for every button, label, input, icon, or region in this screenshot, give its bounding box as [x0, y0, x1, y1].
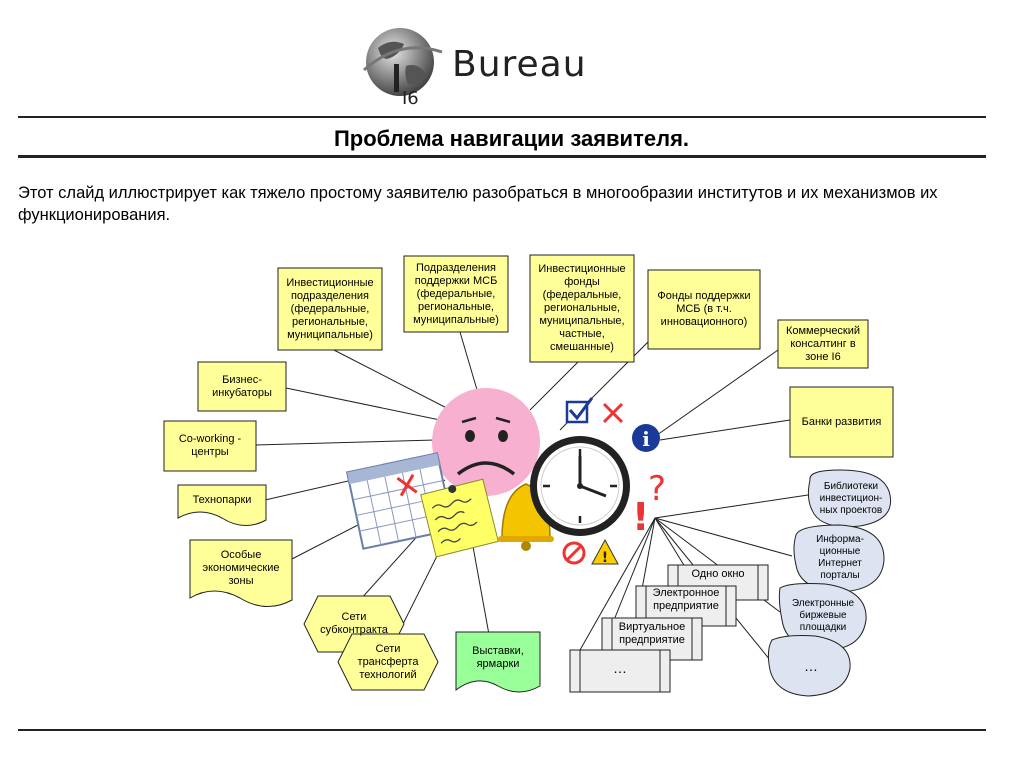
- box-business-incubators: [197, 361, 287, 412]
- warning-icon: !: [591, 538, 619, 566]
- node-e-enterprise: Электронное предприятие: [652, 587, 720, 612]
- info-icon: i: [632, 424, 660, 452]
- sticky-note-icon: [420, 478, 499, 558]
- svg-text:i: i: [642, 427, 650, 451]
- logo: I6 Bureau: [360, 18, 630, 110]
- node-virtual-enterprise: Виртуальное предприятие: [618, 621, 686, 646]
- cloud-more: [767, 635, 851, 697]
- svg-text:!: !: [602, 550, 608, 566]
- node-one-window: Одно окно: [691, 567, 745, 580]
- no-entry-icon: [562, 541, 586, 565]
- exclamation-icon: !: [632, 495, 649, 539]
- cloud-info-portals: [793, 524, 885, 593]
- node-shapes: [163, 254, 894, 693]
- box-support-funds: [647, 269, 761, 350]
- bottom-divider: [18, 729, 986, 731]
- box-invest-divisions: [277, 267, 383, 351]
- cloud-exchange-platforms: [778, 583, 867, 651]
- calendar-icon: [345, 452, 455, 550]
- box-msb-divisions: [403, 255, 509, 333]
- box-commercial-consulting: [777, 319, 869, 369]
- node-dev-banks: Банки развития: [801, 415, 882, 428]
- box-dev-banks: [789, 386, 894, 458]
- node-more-docs: …: [613, 659, 627, 676]
- node-business-incubators: Бизнес-инкубаторы: [212, 373, 272, 399]
- cross-icon: [602, 402, 624, 424]
- node-special-zones: Особые экономические зоны: [202, 548, 280, 587]
- box-special-zones: [189, 539, 293, 607]
- globe-icon: I6: [363, 28, 443, 109]
- node-project-libraries: Библиотеки инвестицион-ных проектов: [819, 481, 883, 516]
- question-icon: ?: [648, 469, 666, 509]
- doc-more: [569, 649, 671, 693]
- node-invest-divisions: Инвестиционные подразделения (федеральны…: [286, 276, 374, 341]
- node-support-funds: Фонды поддержки МСБ (в т.ч. инновационно…: [657, 290, 751, 328]
- cloud-project-libraries: [807, 469, 892, 528]
- node-msb-divisions: Подразделения поддержки МСБ (федеральные…: [413, 261, 499, 326]
- page-title: Проблема навигации заявителя.: [333, 126, 690, 151]
- document-stack: [569, 564, 769, 693]
- logo-sub: I6: [402, 88, 419, 109]
- box-coworking: [163, 420, 257, 472]
- title-divider: [18, 155, 986, 158]
- checkbox-icon: [565, 397, 594, 424]
- node-exhibitions: Выставки, ярмарки: [472, 645, 524, 670]
- node-subcontract-networks: Сети субконтракта: [320, 611, 388, 636]
- node-commercial-consulting: Коммерческий консалтинг в зоне I6: [785, 324, 861, 363]
- box-invest-funds: [529, 254, 635, 363]
- box-technoparks: [177, 484, 267, 526]
- node-invest-funds: Инвестиционные фонды (федеральные, регио…: [538, 263, 626, 353]
- cloud-nodes: [767, 469, 892, 697]
- clock-icon: [530, 436, 630, 536]
- top-divider: [18, 116, 986, 118]
- box-tech-transfer: [337, 633, 439, 691]
- node-more-clouds: …: [804, 657, 818, 674]
- node-technoparks: Технопарки: [192, 493, 252, 506]
- box-exhibitions: [455, 631, 541, 693]
- logo-text: Bureau: [452, 44, 587, 85]
- node-info-portals: Информа-ционные Интернет порталы: [816, 534, 864, 581]
- node-exchange-platforms: Электронные биржевые площадки: [791, 598, 855, 633]
- description: Этот слайд иллюстрирует как тяжело прост…: [18, 184, 938, 224]
- node-coworking: Co-working - центры: [178, 433, 242, 458]
- sad-face-icon: [432, 388, 540, 496]
- node-tech-transfer-networks: Сети трансферта технологий: [357, 642, 419, 681]
